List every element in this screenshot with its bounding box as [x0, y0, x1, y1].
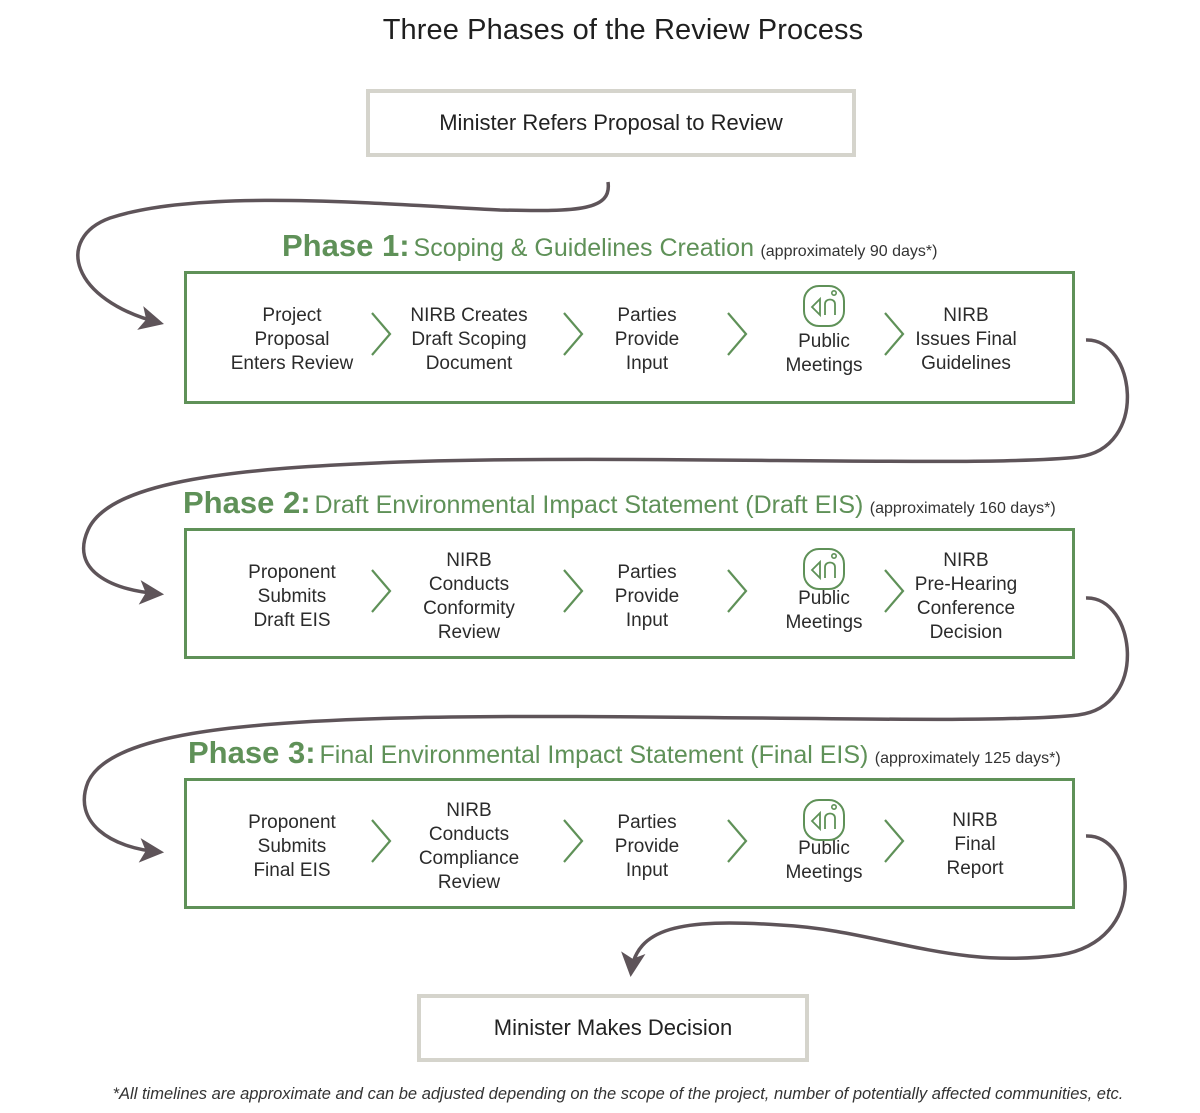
chevron-right-icon	[727, 819, 748, 863]
start-box: Minister Refers Proposal to Review	[366, 89, 856, 157]
phase-1-step-4: Public Meetings	[785, 331, 863, 376]
phase-name: Final Environmental Impact Statement (Fi…	[319, 741, 869, 769]
chevron-right-icon	[563, 569, 584, 613]
phase-1-step-5: NIRB Issues Final Guidelines	[915, 305, 1017, 374]
diagram-title: Three Phases of the Review Process	[382, 14, 864, 46]
phase-duration: (approximately 90 days*)	[760, 243, 938, 260]
phase-2-heading: Phase 2:Draft Environmental Impact State…	[183, 485, 1056, 521]
phase-2-step-5: NIRB Pre-Hearing Conference Decision	[914, 550, 1018, 643]
phase-2-step-1: Proponent Submits Draft EIS	[248, 562, 336, 631]
chevron-right-icon	[727, 569, 748, 613]
phase-label: Phase 2:	[183, 485, 311, 520]
phase-1-step-2: NIRB Creates Draft Scoping Document	[410, 305, 528, 374]
phase-label: Phase 3:	[188, 735, 316, 770]
chevron-right-icon	[884, 312, 905, 356]
chevron-right-icon	[727, 312, 748, 356]
start-box-label: Minister Refers Proposal to Review	[439, 110, 783, 135]
phase-3-step-2: NIRB Conducts Compliance Review	[418, 800, 520, 893]
phase-duration: (approximately 160 days*)	[869, 500, 1056, 517]
phase-2-step-4: Public Meetings	[785, 588, 863, 633]
phase-3-step-1: Proponent Submits Final EIS	[248, 812, 336, 881]
chevron-right-icon	[563, 312, 584, 356]
phase-1-step-3: Parties Provide Input	[614, 305, 680, 374]
phase-1-heading: Phase 1:Scoping & Guidelines Creation (a…	[282, 228, 937, 264]
chevron-right-icon	[884, 819, 905, 863]
phase-name: Draft Environmental Impact Statement (Dr…	[314, 491, 864, 519]
chevron-right-icon	[371, 312, 392, 356]
phase-2-step-2: NIRB Conducts Conformity Review	[423, 550, 515, 643]
end-box: Minister Makes Decision	[417, 994, 809, 1062]
phase-2-step-3: Parties Provide Input	[614, 562, 680, 631]
public-meeting-icon	[803, 548, 845, 590]
phase-3-step-4: Public Meetings	[785, 838, 863, 883]
phase-1-step-1: Project Proposal Enters Review	[230, 305, 354, 374]
chevron-right-icon	[371, 819, 392, 863]
phase-3-heading: Phase 3:Final Environmental Impact State…	[188, 735, 1061, 771]
footnote: *All timelines are approximate and can b…	[112, 1085, 1124, 1103]
chevron-right-icon	[563, 819, 584, 863]
phase-label: Phase 1:	[282, 228, 410, 263]
phase-3-step-3: Parties Provide Input	[614, 812, 680, 881]
end-box-label: Minister Makes Decision	[493, 1015, 733, 1040]
public-meeting-icon	[803, 285, 845, 327]
public-meeting-icon	[803, 799, 845, 841]
phase-name: Scoping & Guidelines Creation	[413, 234, 754, 262]
chevron-right-icon	[371, 569, 392, 613]
phase-duration: (approximately 125 days*)	[874, 750, 1061, 767]
phase-3-step-5: NIRB Final Report	[946, 810, 1004, 879]
chevron-right-icon	[884, 569, 905, 613]
